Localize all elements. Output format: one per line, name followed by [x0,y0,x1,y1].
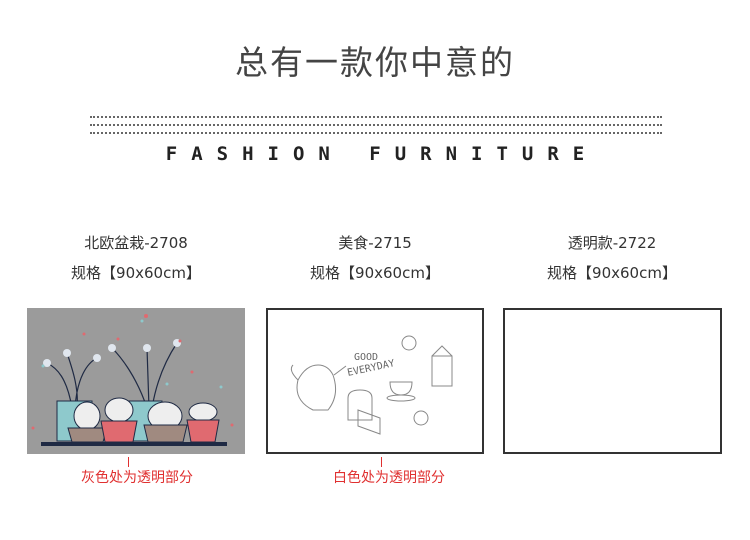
product-image-transparent[interactable] [503,308,722,454]
product-card: 美食-2715 规格【90x60cm】 [255,230,495,286]
divider-dots [90,132,662,134]
transparency-note: 灰色处为透明部分 [81,470,193,486]
note-marker [128,457,129,467]
food-illustration: GOOD EVERYDAY [290,335,453,435]
product-card: 北欧盆栽-2708 规格【90x60cm】 [16,230,256,286]
transparency-note: 白色处为透明部分 [333,470,445,486]
image-caption: GOOD [354,352,378,363]
note-marker [381,457,382,467]
plants-illustration [31,314,234,446]
product-card: 透明款-2722 规格【90x60cm】 [492,230,732,286]
product-name: 美食-2715 [338,234,412,252]
product-spec: 规格【90x60cm】 [547,264,677,282]
page-title: 总有一款你中意的 [235,43,515,82]
product-image-food[interactable]: GOOD EVERYDAY [266,308,484,454]
divider-dots [90,116,662,118]
product-name: 透明款-2722 [567,234,657,252]
product-name: 北欧盆栽-2708 [84,234,188,252]
divider-dots [90,124,662,126]
product-image-plants[interactable] [27,308,245,454]
product-spec: 规格【90x60cm】 [310,264,440,282]
product-spec: 规格【90x60cm】 [71,264,201,282]
page-subtitle: FASHION FURNITURE [165,143,599,165]
